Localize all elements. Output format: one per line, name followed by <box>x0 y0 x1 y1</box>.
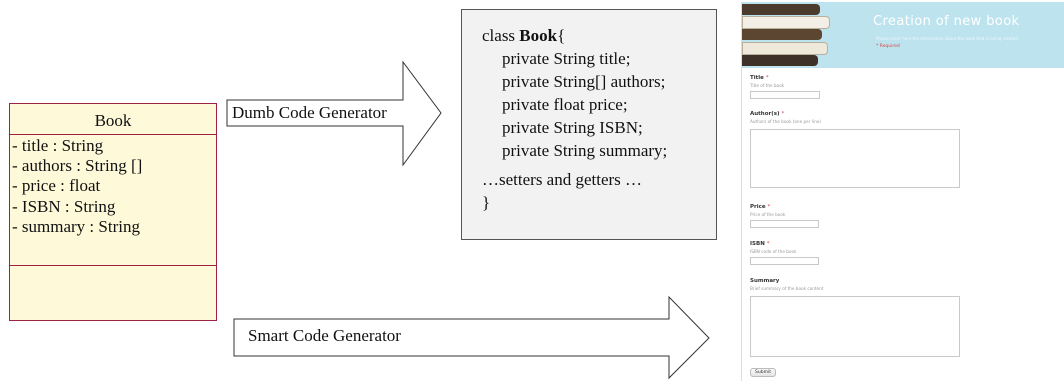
class-name: Book <box>519 26 558 45</box>
uml-attribute: - price : float <box>12 176 101 196</box>
summary-hint: Brief summary of the book content <box>750 286 824 291</box>
dumb-generator-label: Dumb Code Generator <box>232 103 387 122</box>
submit-button[interactable]: Submit <box>750 368 776 377</box>
price-input[interactable] <box>750 220 819 228</box>
class-declaration: class Book{ <box>482 24 716 47</box>
form-banner: Creation of new book Please enter here t… <box>742 2 1064 68</box>
code-field: private String summary; <box>502 141 668 160</box>
title-hint: Title of the book <box>750 83 785 88</box>
generated-form-screenshot: Creation of new book Please enter here t… <box>741 2 1064 381</box>
isbn-label: ISBN * <box>750 241 770 247</box>
authors-textarea[interactable] <box>750 129 960 188</box>
class-open-brace: { <box>557 26 566 45</box>
code-field: private String ISBN; <box>502 118 643 137</box>
title-label: Title * <box>750 75 769 81</box>
form-required-note: * Required <box>876 44 900 49</box>
title-input[interactable] <box>750 91 820 99</box>
uml-attributes: - title : String - authors : String [] -… <box>10 135 216 266</box>
uml-attribute: - authors : String [] <box>12 156 143 176</box>
arrow-shape <box>226 61 442 166</box>
code-field: private float price; <box>502 95 628 114</box>
isbn-input[interactable] <box>750 257 819 265</box>
price-hint: Price of the book <box>750 212 786 217</box>
code-field: private String[] authors; <box>502 72 666 91</box>
uml-class-name: Book <box>10 104 216 135</box>
uml-attribute: - title : String <box>12 136 104 155</box>
summary-textarea[interactable] <box>750 296 960 357</box>
code-field: private String title; <box>502 49 631 68</box>
isbn-hint: ISBN code of the book <box>750 249 797 254</box>
uml-class-book: Book - title : String - authors : String… <box>9 103 217 321</box>
uml-attribute: - ISBN : String <box>12 196 116 216</box>
form-banner-subtitle: Please enter here the information about … <box>876 36 1018 41</box>
setters-getters-comment: …setters and getters … <box>482 170 643 189</box>
arrow-shape <box>233 296 710 380</box>
form-banner-title: Creation of new book <box>873 14 1020 29</box>
price-label: Price * <box>750 204 771 210</box>
dumb-generator-arrow: Dumb Code Generator <box>226 61 443 166</box>
class-close-brace: } <box>482 193 491 212</box>
summary-label: Summary <box>750 278 780 284</box>
class-keyword: class <box>482 26 520 45</box>
authors-label: Author(s) * <box>750 111 785 117</box>
smart-generator-arrow: Smart Code Generator <box>233 296 711 380</box>
generated-code-box: class Book{ private String title; privat… <box>461 9 717 240</box>
uml-attribute: - summary : String <box>12 216 140 236</box>
smart-generator-label: Smart Code Generator <box>248 326 401 345</box>
authors-hint: Authors of the book (one per line) <box>750 119 821 124</box>
